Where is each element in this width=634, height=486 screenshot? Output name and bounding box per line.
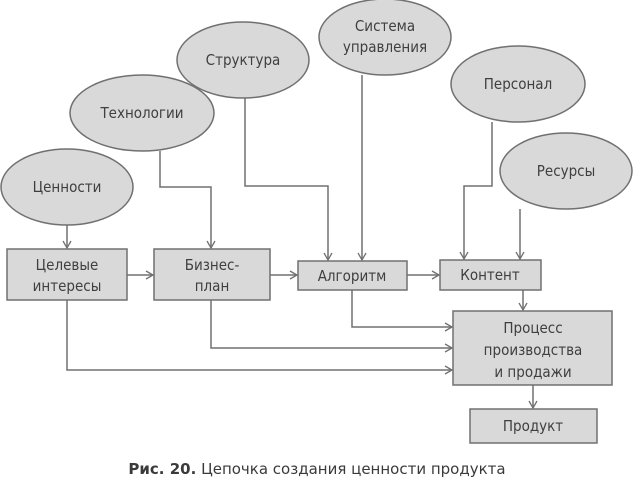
label-resources: Ресурсы (537, 162, 596, 180)
ellipse-resources (499, 132, 633, 210)
label-product: Продукт (503, 417, 563, 435)
ellipse-structure (176, 21, 310, 99)
label-structure: Структура (206, 51, 281, 69)
label-process-1: Процесс (503, 319, 562, 337)
box-product (469, 408, 598, 444)
arrow-algorithm-process (351, 290, 454, 332)
arrow-tech-business (159, 151, 216, 250)
ellipse-technologies (69, 74, 215, 152)
label-content: Контент (460, 266, 520, 284)
label-business-1: Бизнес- (185, 256, 240, 274)
box-business-plan (153, 248, 271, 301)
label-management-2: управления (343, 38, 427, 56)
label-target-1: Целевые (36, 256, 99, 274)
label-business-2: план (195, 277, 230, 295)
label-process-2: производства (484, 341, 583, 359)
arrow-personnel-content (459, 122, 493, 261)
box-algorithm (297, 260, 408, 291)
arrow-business-process (210, 300, 454, 353)
label-values: Ценности (33, 178, 102, 196)
ellipse-values (0, 148, 134, 226)
caption-text: Цепочка создания ценности продукта (196, 460, 506, 478)
ellipse-personnel (450, 45, 586, 123)
arrow-target-process (66, 300, 454, 375)
label-personnel: Персонал (484, 75, 552, 93)
figure-caption: Рис. 20. Цепочка создания ценности проду… (0, 460, 634, 478)
caption-label: Рис. 20. (128, 460, 197, 478)
box-content (439, 259, 542, 291)
label-technologies: Технологии (99, 104, 183, 122)
label-process-3: и продажи (494, 363, 571, 381)
label-management-1: Система (355, 17, 415, 35)
box-target-interests (6, 248, 128, 301)
arrow-structure-algorithm (244, 98, 333, 262)
label-algorithm: Алгоритм (318, 267, 387, 285)
box-process (452, 310, 613, 386)
label-target-2: интересы (33, 277, 102, 295)
ellipse-management (318, 0, 452, 76)
